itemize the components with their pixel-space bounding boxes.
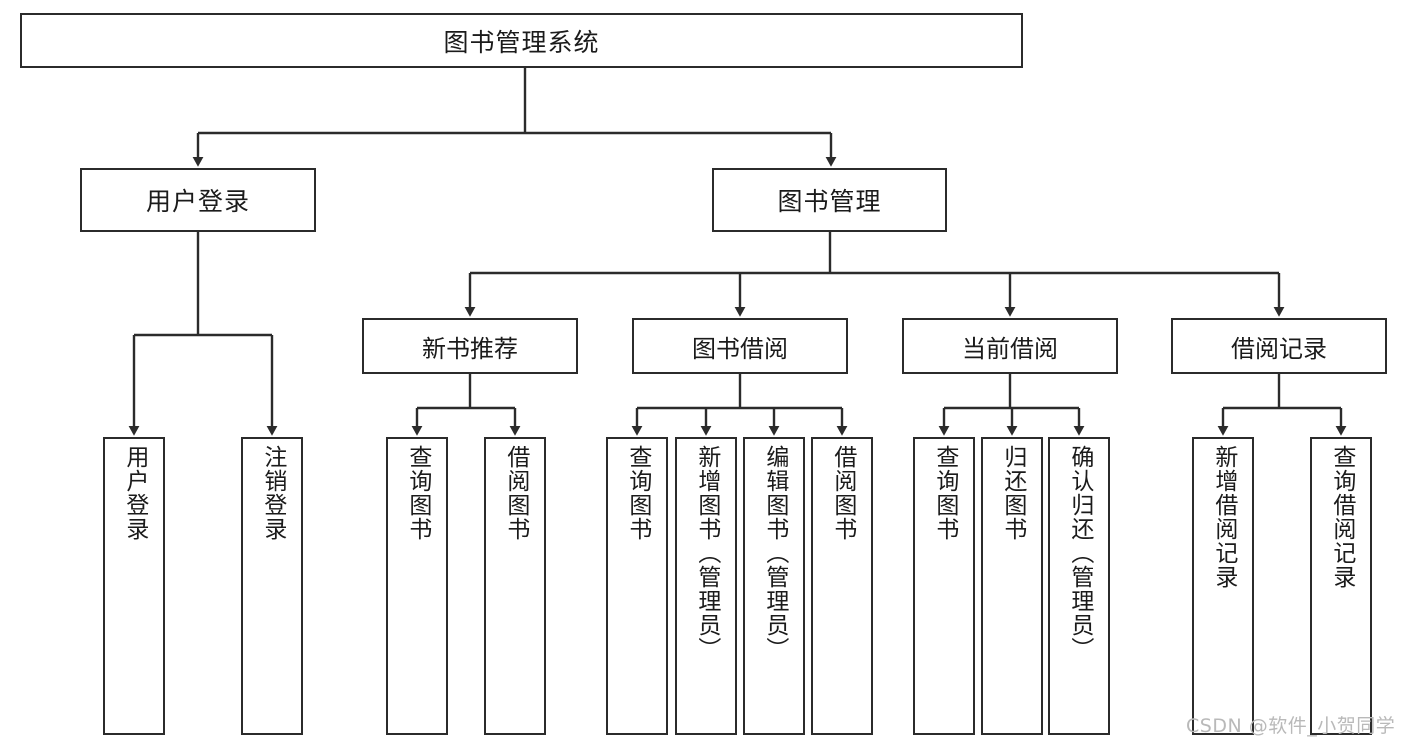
node-borrow-record[interactable]: 借阅记录 bbox=[1171, 318, 1387, 374]
leaf-add-borrow-record-label: 新增借阅记录 bbox=[1210, 445, 1237, 589]
leaf-query-book-current[interactable]: 查询图书 bbox=[913, 437, 975, 735]
node-book-borrow[interactable]: 图书借阅 bbox=[632, 318, 848, 374]
leaf-borrow-book-recommend[interactable]: 借阅图书 bbox=[484, 437, 546, 735]
csdn-watermark: CSDN @软件_小贺同学 bbox=[1186, 715, 1396, 737]
node-root-label: 图书管理系统 bbox=[443, 27, 600, 57]
leaf-edit-book-admin[interactable]: 编辑图书（管理员） bbox=[743, 437, 805, 735]
leaf-borrow-book-label: 借阅图书 bbox=[829, 445, 856, 541]
leaf-confirm-return-admin-label: 确认归还（管理员） bbox=[1066, 445, 1093, 661]
node-borrow-record-label: 借阅记录 bbox=[1231, 334, 1327, 363]
leaf-confirm-return-admin[interactable]: 确认归还（管理员） bbox=[1048, 437, 1110, 735]
node-book-borrow-label: 图书借阅 bbox=[692, 334, 788, 363]
leaf-query-book-recommend[interactable]: 查询图书 bbox=[386, 437, 448, 735]
leaf-user-login[interactable]: 用户登录 bbox=[103, 437, 165, 735]
node-book-management[interactable]: 图书管理 bbox=[712, 168, 947, 232]
node-current-borrow[interactable]: 当前借阅 bbox=[902, 318, 1118, 374]
leaf-user-login-label: 用户登录 bbox=[121, 445, 148, 541]
node-new-book-recommend-label: 新书推荐 bbox=[422, 334, 518, 363]
node-book-management-label: 图书管理 bbox=[777, 187, 882, 216]
leaf-query-book-recommend-label: 查询图书 bbox=[404, 445, 431, 541]
leaf-add-book-admin[interactable]: 新增图书（管理员） bbox=[675, 437, 737, 735]
node-current-borrow-label: 当前借阅 bbox=[962, 334, 1058, 363]
node-root[interactable]: 图书管理系统 bbox=[20, 13, 1023, 68]
leaf-borrow-book-recommend-label: 借阅图书 bbox=[502, 445, 529, 541]
leaf-borrow-book[interactable]: 借阅图书 bbox=[811, 437, 873, 735]
leaf-user-logout-label: 注销登录 bbox=[259, 445, 286, 541]
leaf-query-book-current-label: 查询图书 bbox=[931, 445, 958, 541]
leaf-return-book-label: 归还图书 bbox=[999, 445, 1026, 541]
leaf-edit-book-admin-label: 编辑图书（管理员） bbox=[761, 445, 788, 661]
leaf-add-borrow-record[interactable]: 新增借阅记录 bbox=[1192, 437, 1254, 735]
leaf-query-book-borrow[interactable]: 查询图书 bbox=[606, 437, 668, 735]
leaf-add-book-admin-label: 新增图书（管理员） bbox=[693, 445, 720, 661]
leaf-return-book[interactable]: 归还图书 bbox=[981, 437, 1043, 735]
leaf-query-borrow-record-label: 查询借阅记录 bbox=[1328, 445, 1355, 589]
leaf-user-logout[interactable]: 注销登录 bbox=[241, 437, 303, 735]
leaf-query-borrow-record[interactable]: 查询借阅记录 bbox=[1310, 437, 1372, 735]
leaf-query-book-borrow-label: 查询图书 bbox=[624, 445, 651, 541]
node-new-book-recommend[interactable]: 新书推荐 bbox=[362, 318, 578, 374]
node-user-login-label: 用户登录 bbox=[145, 187, 250, 216]
node-user-login[interactable]: 用户登录 bbox=[80, 168, 316, 232]
